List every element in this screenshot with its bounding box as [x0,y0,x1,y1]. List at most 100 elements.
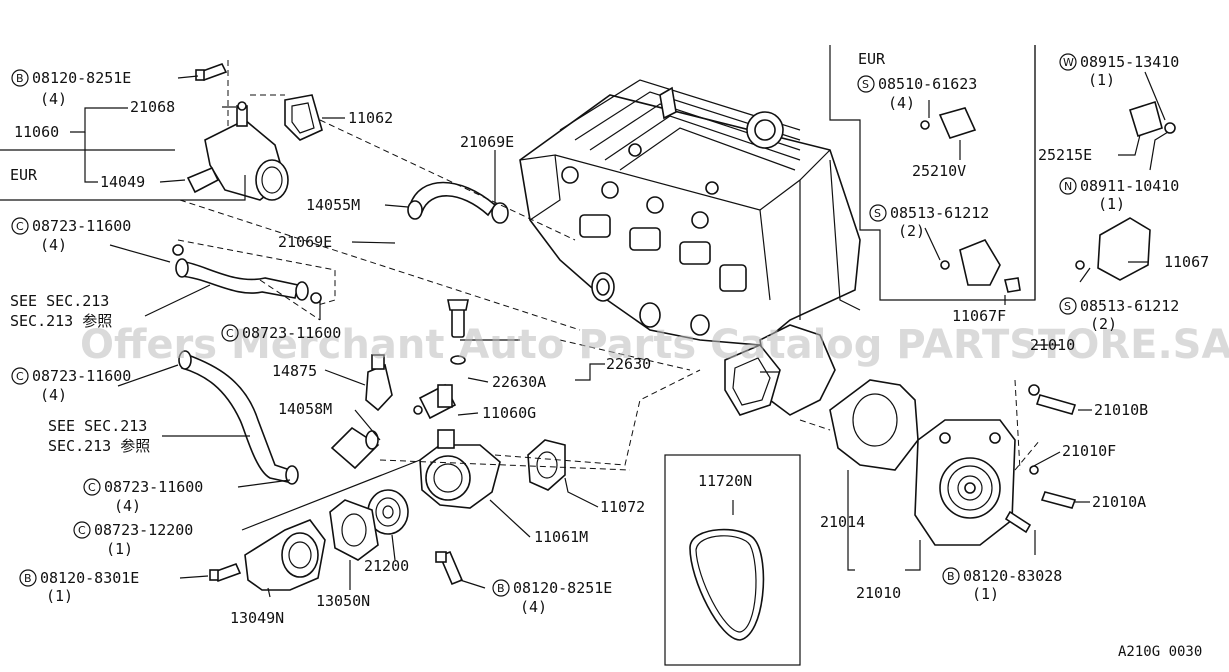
part-label: 21068 [130,98,175,116]
water-pump-21010 [914,419,1016,546]
bolt-top [195,63,228,81]
region-eur-top: EUR [858,50,886,68]
bolt-8301e [209,562,242,583]
belt-box [664,454,801,666]
part-label: 11060G [482,404,536,422]
part-label: 08915-13410 [1080,53,1179,71]
symbol-s-61623: S [857,75,875,93]
part-label: 21010F [1062,442,1116,460]
region-dividers [0,45,1036,301]
symbol-c-letter: C [16,370,24,383]
hose-upper [172,244,322,304]
part-label: 08513-61212 [1080,297,1179,315]
part-label: 08723-11600 [32,367,131,385]
part-label: 14058M [278,400,332,418]
pump-gasket-21014 [829,379,919,471]
qty-label: (2) [1090,315,1117,333]
part-label: 21069E [278,233,332,251]
bolt-8251e-bottom [435,550,464,586]
symbol-w: W [1059,53,1077,71]
qty-label: (4) [40,236,67,254]
watermark: Offers Merchant Auto Parts Catalog PARTS… [80,322,1229,368]
part-label: 08513-61212 [890,204,989,222]
engine-cylinder-head [519,79,861,416]
diagram-code: A210G 0030 [1118,644,1202,660]
qty-label: (4) [40,386,67,404]
region-eur-left: EUR [10,166,38,184]
symbol-c-letter: C [78,524,86,537]
qty-label: (1) [46,587,73,605]
hose-lower [178,350,299,485]
gasket-block [724,344,781,416]
part-label: 08120-8251E [32,69,131,87]
symbol-b-letter: B [947,570,955,583]
inlet-13049n [244,519,326,591]
part-label: 11062 [348,109,393,127]
part-label: 14055M [306,196,360,214]
symbol-b-8301e: B [19,569,37,587]
sensor-25210v [920,107,977,139]
symbol-c-letter: C [88,481,96,494]
housing-11061m [419,429,501,509]
part-label: 22630A [492,373,546,391]
part-label: 11072 [600,498,645,516]
sensor-22630 [447,299,469,365]
part-label: 21010A [1092,493,1146,511]
qty-label: (1) [1088,71,1115,89]
symbol-b-letter: B [24,572,32,585]
part-label: 08120-8301E [40,569,139,587]
symbol-c-a: C [11,217,29,235]
sensor-11067 [1075,217,1151,281]
qty-label: (4) [114,497,141,515]
part-label: 21010 [856,584,901,602]
hose-14055m [407,181,509,224]
water-outlet-housing [186,101,289,201]
sec-ref-label: SEC.213 参照 [48,437,150,455]
symbol-b-top: B [11,69,29,87]
part-label: 21200 [364,557,409,575]
part-label: 08723-11600 [32,217,131,235]
see-sec-label: SEE SEC.213 [48,417,147,435]
qty-label: (2) [898,222,925,240]
symbol-c-d: C [83,478,101,496]
symbol-c-b: C [221,324,239,342]
part-label: 21010 [1030,336,1075,354]
symbol-s-letter: S [862,78,869,91]
gasket-11062 [284,94,323,141]
part-label: 14049 [100,173,145,191]
sec-ref-label: SEC.213 参照 [10,312,112,330]
symbol-c-e: C [73,521,91,539]
gasket-13050n [329,499,379,561]
qty-label: (4) [40,90,67,108]
symbol-s-letter: S [874,207,881,220]
sensor-11067f [940,239,1021,293]
part-label: 21069E [460,133,514,151]
part-label: 11067 [1164,253,1209,271]
pipe-14058m [330,426,380,470]
symbol-c-c: C [11,367,29,385]
part-label: 21010B [1094,401,1148,419]
part-label: 08120-83028 [963,567,1062,585]
solid-leaders [70,71,1169,598]
part-label: 08120-8251E [513,579,612,597]
symbol-b-letter: B [16,72,24,85]
part-label: 14875 [272,362,317,380]
part-label: 11067F [952,307,1006,325]
part-label: 25215E [1038,146,1092,164]
symbol-c-letter: C [16,220,24,233]
part-label: 08911-10410 [1080,177,1179,195]
part-label: 08723-11600 [104,478,203,496]
part-label: 08510-61623 [878,75,977,93]
part-label: 25210V [912,162,966,180]
part-label: 13049N [230,609,284,627]
symbol-s-61212-a: S [869,204,887,222]
see-sec-label: SEE SEC.213 [10,292,109,310]
part-label: 11720N [698,472,752,490]
labels: EUR EUR 08120-8251E (4) 21068 11062 1106… [10,50,1209,660]
thermostat-21200 [367,489,409,535]
qty-label: (1) [972,585,999,603]
part-label: 21014 [820,513,865,531]
symbol-w-letter: W [1063,56,1074,69]
symbol-b-8251e-bottom: B [492,579,510,597]
symbol-n-letter: N [1064,180,1072,193]
